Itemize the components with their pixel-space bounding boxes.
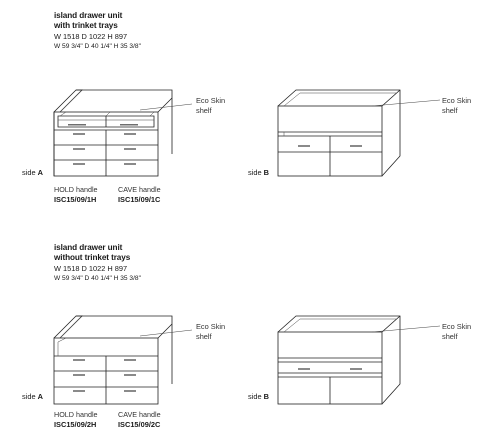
dimensions-metric: W 1518 D 1022 H 897 bbox=[54, 32, 128, 41]
eco-skin-shelf-label-a: Eco Skin shelf bbox=[196, 96, 226, 115]
product-title-line1: island drawer unit bbox=[54, 243, 123, 252]
dimensions-imperial: W 59 3/4" D 40 1/4" H 35 3/8" bbox=[54, 43, 141, 50]
dimensions-imperial: W 59 3/4" D 40 1/4" H 35 3/8" bbox=[54, 275, 141, 282]
dimensions-metric: W 1518 D 1022 H 897 bbox=[54, 264, 128, 273]
product-title-line1: island drawer unit bbox=[54, 11, 123, 20]
product-title-line2: with trinket trays bbox=[54, 21, 118, 30]
cave-handle-label: CAVE handle bbox=[118, 410, 161, 419]
eco-skin-shelf-label-a: Eco Skin shelf bbox=[196, 322, 226, 341]
hold-handle-code: ISC15/09/2H bbox=[54, 420, 97, 429]
product-title-line2: without trinket trays bbox=[54, 253, 131, 262]
cave-handle-code: ISC15/09/2C bbox=[118, 420, 161, 429]
side-letter: A bbox=[37, 168, 43, 177]
side-prefix: side bbox=[248, 168, 262, 177]
hold-handle-label: HOLD handle bbox=[54, 410, 98, 419]
hold-handle-label: HOLD handle bbox=[54, 185, 98, 194]
side-letter: B bbox=[263, 392, 269, 401]
side-prefix: side bbox=[22, 168, 36, 177]
side-b-label: side B bbox=[248, 392, 269, 402]
cave-handle-label: CAVE handle bbox=[118, 185, 161, 194]
side-a-label: side A bbox=[22, 392, 43, 402]
side-letter: B bbox=[263, 168, 269, 177]
side-b-label: side B bbox=[248, 168, 269, 178]
cave-handle-code: ISC15/09/1C bbox=[118, 195, 161, 204]
hold-handle-code: ISC15/09/1H bbox=[54, 195, 97, 204]
side-prefix: side bbox=[22, 392, 36, 401]
side-letter: A bbox=[37, 392, 43, 401]
side-a-label: side A bbox=[22, 168, 43, 178]
eco-skin-shelf-label-b: Eco Skin shelf bbox=[442, 322, 472, 341]
eco-skin-shelf-label-b: Eco Skin shelf bbox=[442, 96, 472, 115]
side-prefix: side bbox=[248, 392, 262, 401]
